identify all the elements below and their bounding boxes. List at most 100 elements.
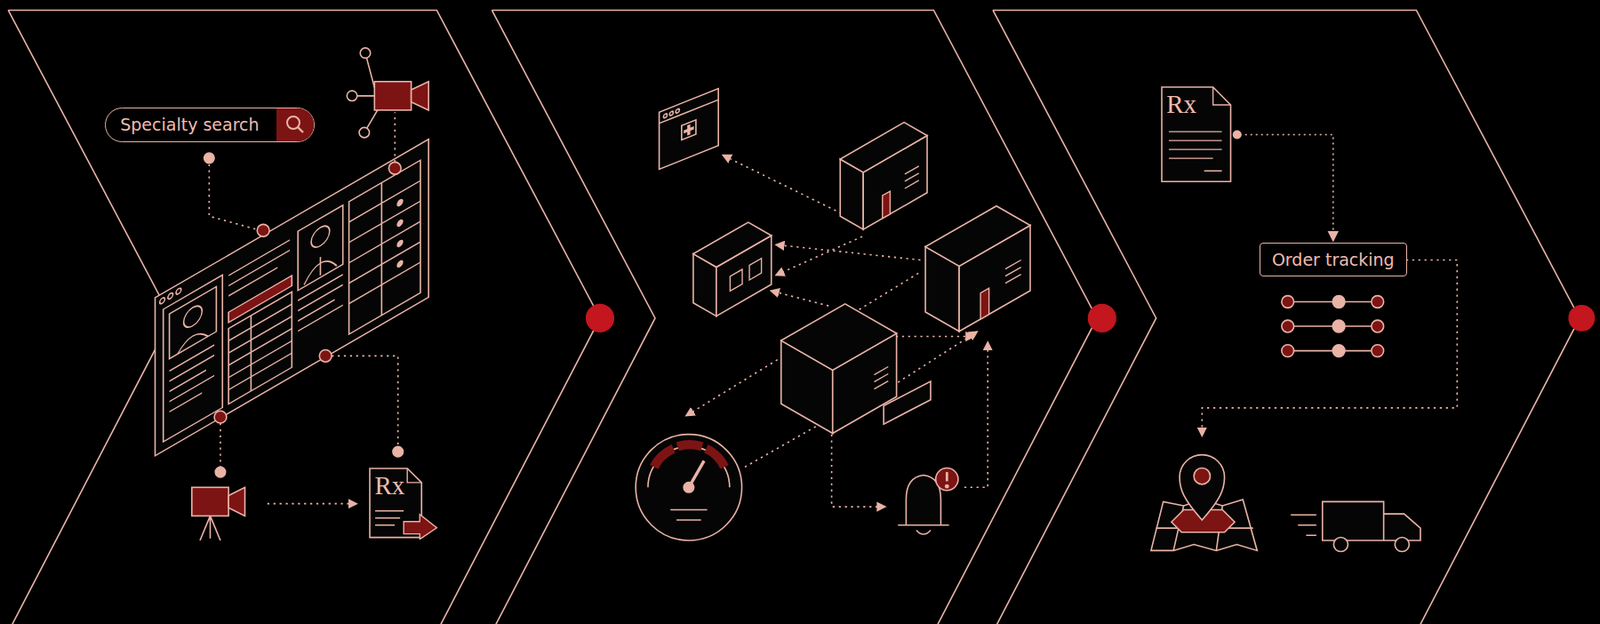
path-shape <box>177 327 208 354</box>
circle-shape <box>204 152 215 163</box>
path-shape <box>1179 455 1225 520</box>
rect-shape <box>349 160 421 335</box>
path-shape <box>1322 501 1421 541</box>
path-shape <box>904 166 920 175</box>
rect-shape <box>228 291 292 404</box>
g-shape <box>1281 296 1384 358</box>
screen <box>154 139 429 456</box>
circle-shape <box>397 259 403 268</box>
circle-shape <box>585 304 615 333</box>
path-shape <box>873 374 888 383</box>
path-shape <box>670 510 707 520</box>
rect-shape <box>681 120 696 140</box>
rx-mark: Rx <box>374 470 405 501</box>
path-shape <box>744 425 816 467</box>
circle-shape <box>635 434 742 541</box>
path-shape <box>1201 260 1457 437</box>
path-shape <box>1161 87 1232 182</box>
circle-shape <box>1371 344 1384 358</box>
circle-shape <box>1088 304 1117 333</box>
path-shape <box>1290 514 1317 536</box>
path-shape <box>304 247 337 285</box>
path-shape <box>267 503 358 505</box>
circle-shape <box>1333 537 1348 552</box>
path-shape <box>411 81 430 111</box>
path-shape <box>648 446 730 488</box>
search-field: Specialty search <box>104 107 314 143</box>
circle-shape <box>683 482 694 493</box>
g-shape <box>693 122 1031 434</box>
circle-shape <box>1371 320 1384 333</box>
path-shape <box>873 381 888 390</box>
polygon-shape <box>980 288 990 320</box>
path-shape <box>904 173 920 182</box>
polygon-shape <box>925 206 1031 267</box>
path-shape <box>219 423 222 467</box>
circle-shape <box>319 349 332 362</box>
circle-shape <box>675 108 680 114</box>
circle-shape <box>176 287 182 296</box>
g-shape <box>685 154 988 507</box>
search-button <box>276 108 314 142</box>
circle-shape <box>663 112 667 119</box>
path-shape <box>228 291 292 404</box>
circle-shape <box>1332 296 1345 309</box>
circle-shape <box>1332 344 1345 358</box>
circle-shape <box>397 218 403 227</box>
rect-shape <box>297 205 344 291</box>
circle-shape <box>160 296 166 305</box>
path-shape <box>659 99 720 124</box>
path-shape <box>897 331 978 383</box>
prescription-document: Rx <box>1160 85 1233 184</box>
circle-shape <box>669 111 673 117</box>
circle-shape <box>360 48 370 58</box>
path-shape <box>677 444 703 447</box>
g-shape <box>659 88 720 170</box>
polygon-shape <box>404 513 438 539</box>
circle-shape <box>184 302 203 332</box>
circle-shape <box>1568 304 1595 332</box>
polygon-shape <box>693 222 772 267</box>
rect-shape <box>659 88 720 170</box>
circle-shape <box>311 222 330 252</box>
prescription-document: Rx <box>368 466 440 541</box>
circle-shape <box>1332 320 1345 333</box>
process-box: Order tracking <box>1259 242 1408 277</box>
magnifier-icon <box>276 108 314 141</box>
circle-shape <box>397 239 403 248</box>
path-shape <box>654 448 674 468</box>
connector-dot <box>1232 130 1242 140</box>
path-shape <box>775 236 863 276</box>
right-panel <box>1151 260 1457 552</box>
node-label: Order tracking <box>1272 249 1395 270</box>
circle-shape <box>1371 296 1384 309</box>
rect-shape <box>154 139 429 456</box>
path-shape <box>1005 274 1022 284</box>
path-shape <box>722 154 848 216</box>
circle-shape <box>945 485 949 488</box>
path-shape <box>393 112 396 162</box>
path-shape <box>200 515 221 541</box>
path-shape <box>1005 260 1022 270</box>
path-shape <box>964 341 988 488</box>
middle-panel <box>635 88 1031 541</box>
path-shape <box>705 448 725 468</box>
path-shape <box>169 344 216 412</box>
polygon-shape <box>729 269 743 291</box>
path-shape <box>1005 267 1022 277</box>
circle-shape <box>397 199 403 208</box>
connector <box>1232 130 1334 242</box>
path-shape <box>208 158 260 231</box>
circle-shape <box>1281 296 1295 309</box>
circle-shape <box>287 116 300 129</box>
path-shape <box>832 428 887 507</box>
polygon-shape <box>883 381 931 424</box>
path-shape <box>331 355 399 447</box>
circle-shape <box>214 410 227 424</box>
path-shape <box>297 274 344 332</box>
path-shape <box>775 244 920 260</box>
circle-shape <box>1281 320 1295 333</box>
